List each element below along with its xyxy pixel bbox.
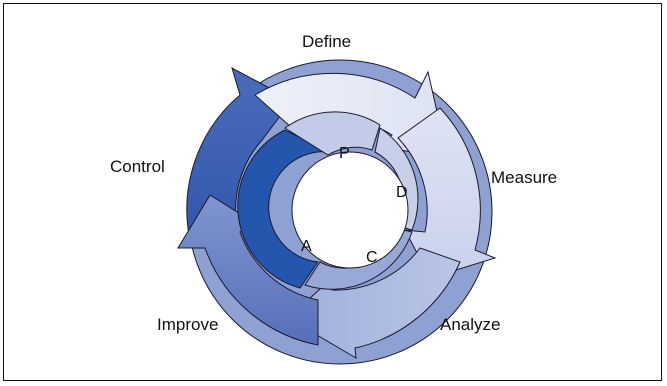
letter-plan: P xyxy=(339,145,350,162)
letter-act: A xyxy=(301,238,312,255)
label-measure: Measure xyxy=(491,168,557,187)
label-define: Define xyxy=(302,32,351,51)
letter-do: D xyxy=(396,184,408,201)
label-improve: Improve xyxy=(157,315,218,334)
measure-arrow xyxy=(397,107,497,279)
improve-arrow xyxy=(177,194,319,346)
label-analyze: Analyze xyxy=(440,315,500,334)
label-control: Control xyxy=(110,157,165,176)
inner-plan-segment xyxy=(284,111,381,156)
center-hole xyxy=(291,151,409,269)
analyze-arrow xyxy=(287,247,461,359)
letter-check: C xyxy=(366,249,378,266)
